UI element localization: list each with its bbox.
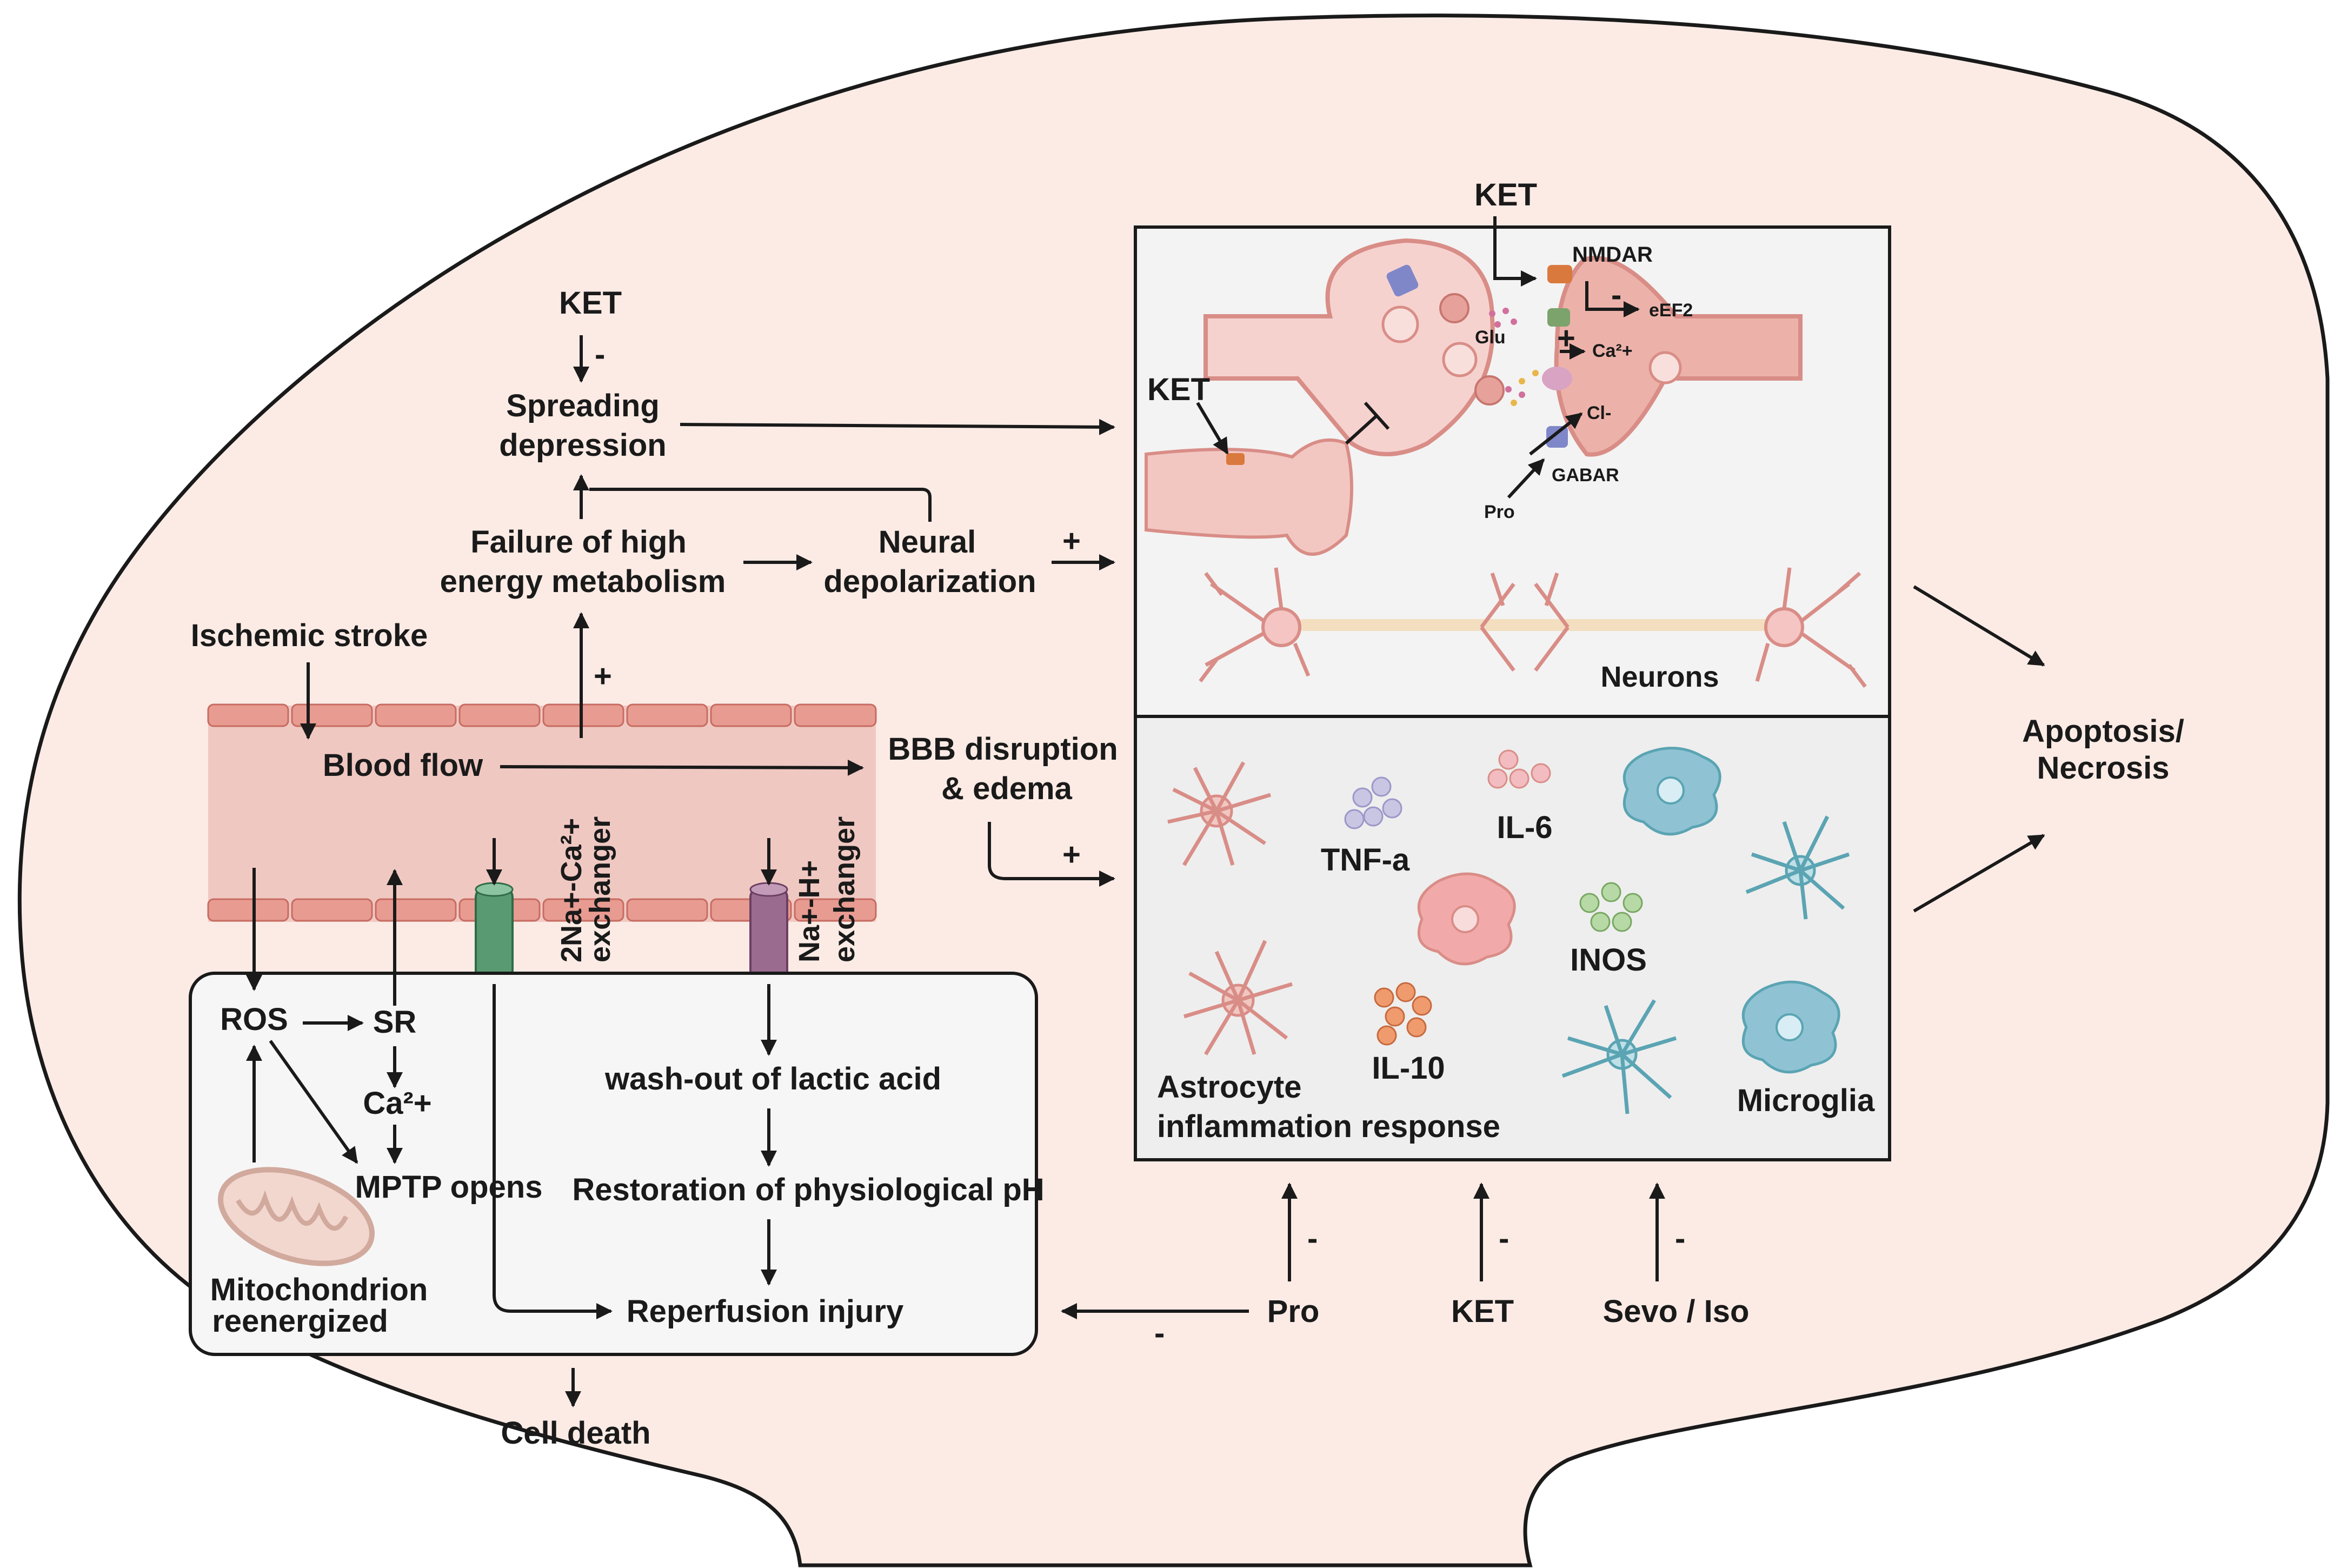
pro-label: Pro	[1267, 1294, 1320, 1329]
mptp-label: MPTP opens	[355, 1170, 543, 1205]
ca-exchanger-icon	[475, 882, 514, 982]
mitochondrion-label-line2: reenergized	[212, 1304, 388, 1339]
inos-cluster-icon	[1579, 882, 1643, 932]
blood-flow-label: Blood flow	[323, 748, 483, 783]
microglia-icon	[1417, 872, 1516, 966]
ket-label: KET	[1474, 177, 1537, 212]
ca2-synapse-label: Ca²+	[1592, 341, 1633, 361]
restoration-label: Restoration of physiological pH	[572, 1172, 1044, 1207]
inflammation-panel	[1134, 715, 1891, 1161]
minus-sign: -	[1499, 1221, 1509, 1256]
tnf-label: TNF-a	[1321, 842, 1410, 878]
nmdar-label: NMDAR	[1572, 243, 1653, 267]
apoptosis-label-line1: Apoptosis/	[2022, 714, 2184, 749]
astrocyte-label-line1: Astrocyte	[1157, 1069, 1302, 1105]
sr-label: SR	[373, 1005, 417, 1040]
connectors	[246, 216, 2045, 1407]
microglia-label: Microglia	[1737, 1083, 1875, 1118]
plus-sign: +	[1062, 837, 1081, 872]
bbb-label-line1: BBB disruption	[888, 732, 1118, 767]
ca-exchanger-label-line2: exchanger	[584, 816, 616, 962]
tnf-cluster-icon	[1344, 776, 1402, 829]
bbb-label-line2: & edema	[941, 771, 1073, 806]
minus-sign: -	[1675, 1221, 1685, 1256]
microglia-icon	[1741, 980, 1840, 1074]
eef2-label: eEF2	[1649, 300, 1693, 321]
ca2-label: Ca²+	[363, 1086, 431, 1121]
minus-sign: -	[1611, 277, 1621, 313]
h-exchanger-icon	[749, 882, 788, 982]
mitochondrion-icon	[218, 1167, 375, 1266]
ket-bottom-label: KET	[1451, 1294, 1514, 1329]
cell-death-label: Cell death	[501, 1416, 650, 1451]
failure-label-line1: Failure of high	[470, 524, 687, 560]
minus-sign: -	[1154, 1315, 1165, 1351]
reperfusion-label: Reperfusion injury	[627, 1294, 903, 1329]
spreading-label-line1: Spreading	[506, 388, 660, 423]
astrocyte-icon	[1561, 999, 1677, 1114]
plus-sign: +	[1062, 523, 1081, 559]
vessel-cells-top	[207, 703, 877, 727]
gabar-label: GABAR	[1552, 465, 1619, 486]
il6-label: IL-6	[1497, 810, 1552, 845]
failure-label-line2: energy metabolism	[440, 564, 726, 599]
ischemic-stroke-label: Ischemic stroke	[191, 618, 428, 653]
il6-cluster-icon	[1487, 749, 1551, 789]
ket-presynaptic-label: KET	[1147, 372, 1210, 407]
sevo-iso-label: Sevo / Iso	[1603, 1294, 1750, 1329]
il10-label: IL-10	[1372, 1051, 1445, 1086]
spreading-label-line2: depression	[499, 428, 666, 463]
pro-gabar-label: Pro	[1484, 502, 1515, 522]
synapse-illustration	[1145, 238, 1803, 556]
reperfusion-box	[189, 972, 1038, 1356]
h-exchanger-label-line1: Na+-H+	[793, 860, 826, 962]
plus-sign: +	[594, 659, 612, 694]
cl-label: Cl-	[1587, 403, 1611, 423]
glu-label: Glu	[1475, 327, 1506, 348]
astrocyte-icon	[1183, 940, 1293, 1055]
minus-sign: -	[595, 337, 605, 372]
inos-label: INOS	[1570, 942, 1647, 978]
neural-label-line2: depolarization	[823, 564, 1036, 599]
washout-label: wash-out of lactic acid	[604, 1061, 941, 1097]
mitochondrion-label-line1: Mitochondrion	[210, 1272, 428, 1307]
astrocyte-icon	[1167, 761, 1272, 866]
astrocyte-icon	[1745, 815, 1850, 920]
neural-label-line1: Neural	[879, 524, 976, 560]
ros-label: ROS	[220, 1002, 288, 1037]
apoptosis-label-line2: Necrosis	[2037, 750, 2169, 786]
neurons-label: Neurons	[1600, 661, 1719, 693]
ket-spreading-label: KET	[559, 285, 622, 321]
h-exchanger-label-line2: exchanger	[828, 816, 861, 962]
minus-sign: -	[1307, 1221, 1318, 1256]
neurons-illustration	[1199, 567, 1867, 688]
astrocyte-label-line2: inflammation response	[1157, 1109, 1500, 1144]
microglia-icon	[1623, 747, 1721, 836]
ca-exchanger-label-line1: 2Na+-Ca²+	[555, 818, 588, 962]
plus-sign: +	[1557, 321, 1575, 356]
il10-cluster-icon	[1374, 982, 1432, 1046]
